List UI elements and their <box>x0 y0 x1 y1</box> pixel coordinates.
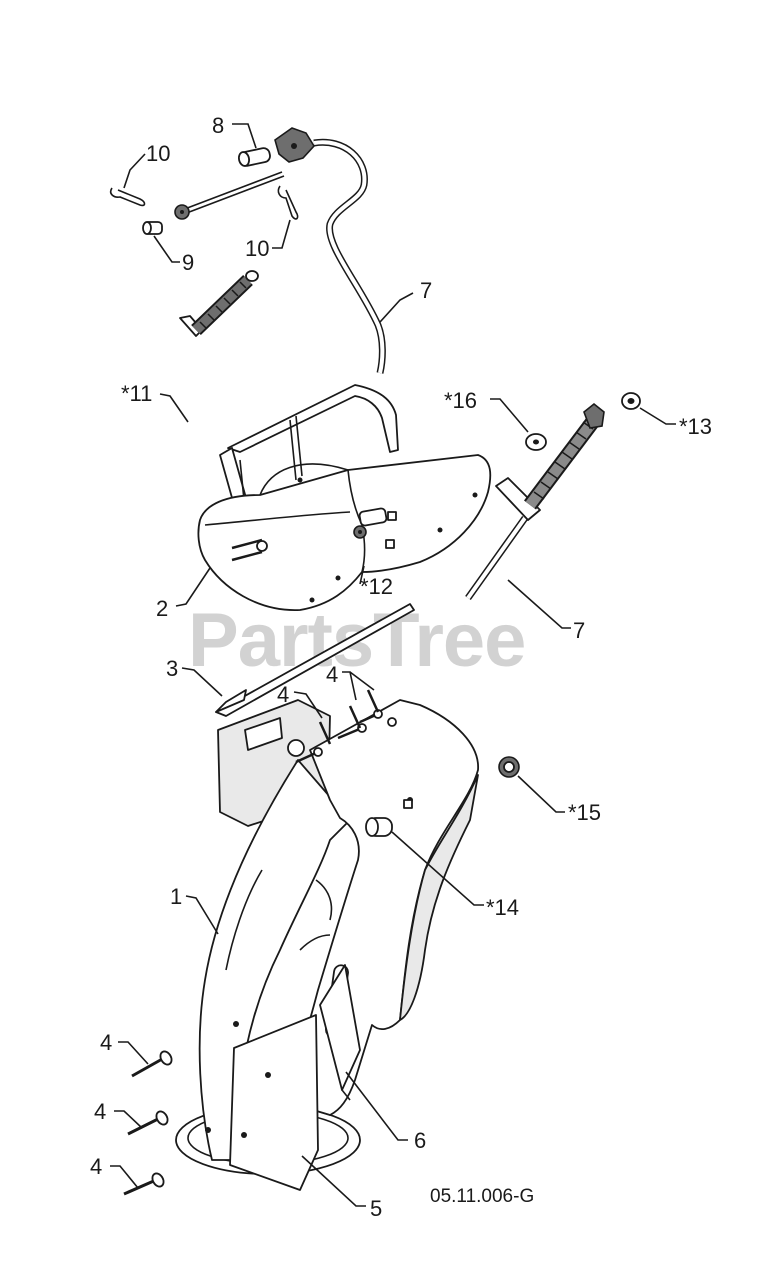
drawing-code: 05.11.006-G <box>430 1186 534 1207</box>
part-11-spring[interactable] <box>179 270 259 337</box>
part-4-rivet-1[interactable] <box>131 1049 174 1078</box>
callout-8: 8 <box>212 113 224 138</box>
callout-12: *12 <box>360 574 393 599</box>
part-8-pin[interactable] <box>237 147 271 167</box>
callout-9: 9 <box>182 250 194 275</box>
part-7-cable-lower[interactable] <box>465 402 605 601</box>
callout-4-rivet-3: 4 <box>90 1154 102 1179</box>
part-16-bushing[interactable] <box>525 433 547 451</box>
part-10-hairpin-right[interactable] <box>277 185 299 220</box>
callout-4-top-right: 4 <box>326 662 338 687</box>
part-2-upper-deflector[interactable] <box>197 384 492 611</box>
leader-lines <box>110 123 676 1207</box>
callout-7-lower: 7 <box>573 618 585 643</box>
callout-4-rivet-1: 4 <box>100 1030 112 1055</box>
part-14-bolt[interactable] <box>365 817 393 837</box>
part-4-rivet-3[interactable] <box>123 1171 166 1196</box>
callout-4-rivet-2: 4 <box>94 1099 106 1124</box>
part-15-nut[interactable] <box>498 756 520 778</box>
callout-5: 5 <box>370 1196 382 1221</box>
part-9-pin[interactable] <box>142 171 285 235</box>
part-13-nut[interactable] <box>621 392 641 410</box>
callout-13: *13 <box>679 414 712 439</box>
callout-10-right: 10 <box>245 236 269 261</box>
callout-3: 3 <box>166 656 178 681</box>
callout-15: *15 <box>568 800 601 825</box>
callout-14: *14 <box>486 895 519 920</box>
part-8-cable-bracket[interactable] <box>274 127 315 163</box>
part-5-plate[interactable] <box>205 1014 319 1191</box>
callout-2: 2 <box>156 596 168 621</box>
part-10-hairpin-left[interactable] <box>109 187 146 207</box>
callout-7-upper: 7 <box>420 278 432 303</box>
callout-16: *16 <box>444 388 477 413</box>
callout-6: 6 <box>414 1128 426 1153</box>
part-6-plate[interactable] <box>319 964 361 1101</box>
callout-4-top-left: 4 <box>277 682 289 707</box>
part-1-chute[interactable] <box>175 699 479 1175</box>
callout-1: 1 <box>170 884 182 909</box>
callout-10-left: 10 <box>146 141 170 166</box>
part-3-strip[interactable] <box>215 603 415 717</box>
part-4-rivet-2[interactable] <box>127 1109 170 1136</box>
part-4-rivets-top[interactable] <box>318 689 380 745</box>
callout-11: *11 <box>121 381 152 406</box>
part-7-cable-upper[interactable] <box>313 138 386 374</box>
